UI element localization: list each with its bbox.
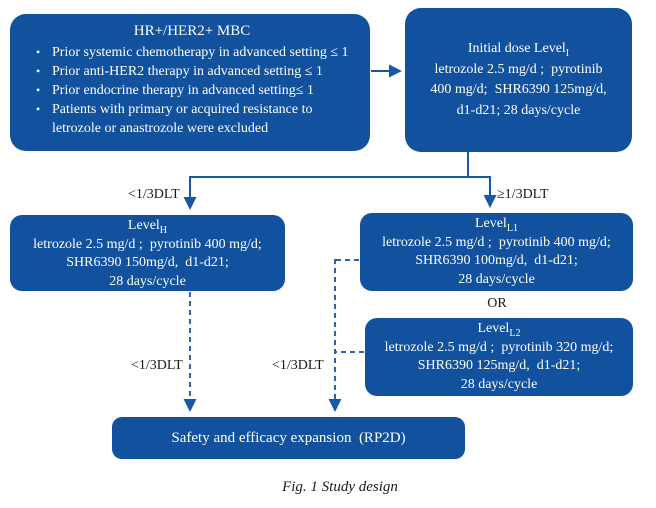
expansion-right-dlt-label: <1/3DLT [272, 358, 324, 373]
eligibility-bullet-1: • Prior systemic chemotherapy in advance… [22, 43, 362, 62]
level-l2-title-subscript: L2 [509, 327, 521, 339]
level-l1-line: 28 days/cycle [458, 271, 535, 287]
safety-expansion-box: Safety and efficacy expansion (RP2D) [112, 417, 465, 459]
eligibility-box: HR+/HER2+ MBC • Prior systemic chemother… [10, 14, 370, 151]
initial-dose-title-subscript: I [565, 47, 570, 59]
eligibility-title: HR+/HER2+ MBC [133, 23, 251, 39]
level-l1-line: SHR6390 100mg/d, d1-d21; [415, 253, 578, 268]
level-l2-line: SHR6390 125mg/d, d1-d21; [417, 358, 581, 373]
level-h-title: LevelH [127, 218, 168, 236]
initial-dose-title: Initial dose LevelI [467, 41, 570, 59]
initial-dose-line: 400 mg/d; SHR6390 125mg/d, [430, 82, 607, 97]
level-h-line: SHR6390 150mg/d, d1-d21; [66, 255, 229, 270]
bullet-icon: • [36, 83, 41, 97]
level-l1-line: letrozole 2.5 mg/d ; pyrotinib 400 mg/d; [382, 234, 611, 250]
level-l2-line: letrozole 2.5 mg/d ; pyrotinib 320 mg/d; [384, 339, 614, 355]
level-h-title-subscript: H [159, 224, 168, 236]
or-label: OR [487, 296, 507, 311]
figure-caption: Fig. 1 Study design [282, 479, 398, 495]
eligibility-bullet-4: • Patients with primary or acquired resi… [22, 100, 362, 138]
level-h-line: 28 days/cycle [109, 273, 186, 289]
level-h-box: LevelH letrozole 2.5 mg/d ; pyrotinib 40… [10, 215, 285, 291]
bullet-text: Prior endocrine therapy in advanced sett… [52, 83, 314, 98]
eligibility-bullet-3: • Prior endocrine therapy in advanced se… [22, 81, 362, 100]
bullet-text: Prior anti-HER2 therapy in advanced sett… [52, 64, 323, 79]
level-l2-box: LevelL2 letrozole 2.5 mg/d ; pyrotinib 3… [365, 318, 633, 396]
bullet-icon: • [36, 45, 41, 59]
bullet-text: Prior systemic chemotherapy in advanced … [52, 45, 349, 60]
level-l1-title-subscript: L1 [506, 222, 519, 234]
bullet-text: Patients with primary or acquired resist… [52, 102, 316, 136]
initial-dose-line: letrozole 2.5 mg/d ; pyrotinib [434, 61, 603, 77]
level-l1-box: LevelL1 letrozole 2.5 mg/d ; pyrotinib 4… [360, 213, 633, 291]
eligibility-bullet-2: • Prior anti-HER2 therapy in advanced se… [22, 62, 362, 81]
initial-dose-line: d1-d21; 28 days/cycle [456, 102, 581, 118]
bullet-icon: • [36, 102, 41, 116]
bullet-icon: • [36, 64, 41, 78]
level-l1-title: LevelL1 [474, 216, 519, 234]
branch-left-dlt-label: <1/3DLT [128, 187, 180, 202]
level-l2-line: 28 days/cycle [460, 376, 538, 392]
level-l2-title: LevelL2 [477, 321, 521, 339]
branch-right-dlt-label: ≥1/3DLT [497, 187, 549, 202]
initial-dose-box: Initial dose LevelI letrozole 2.5 mg/d ;… [405, 8, 632, 152]
level-h-line: letrozole 2.5 mg/d ; pyrotinib 400 mg/d; [33, 236, 262, 252]
expansion-left-dlt-label: <1/3DLT [131, 358, 183, 373]
